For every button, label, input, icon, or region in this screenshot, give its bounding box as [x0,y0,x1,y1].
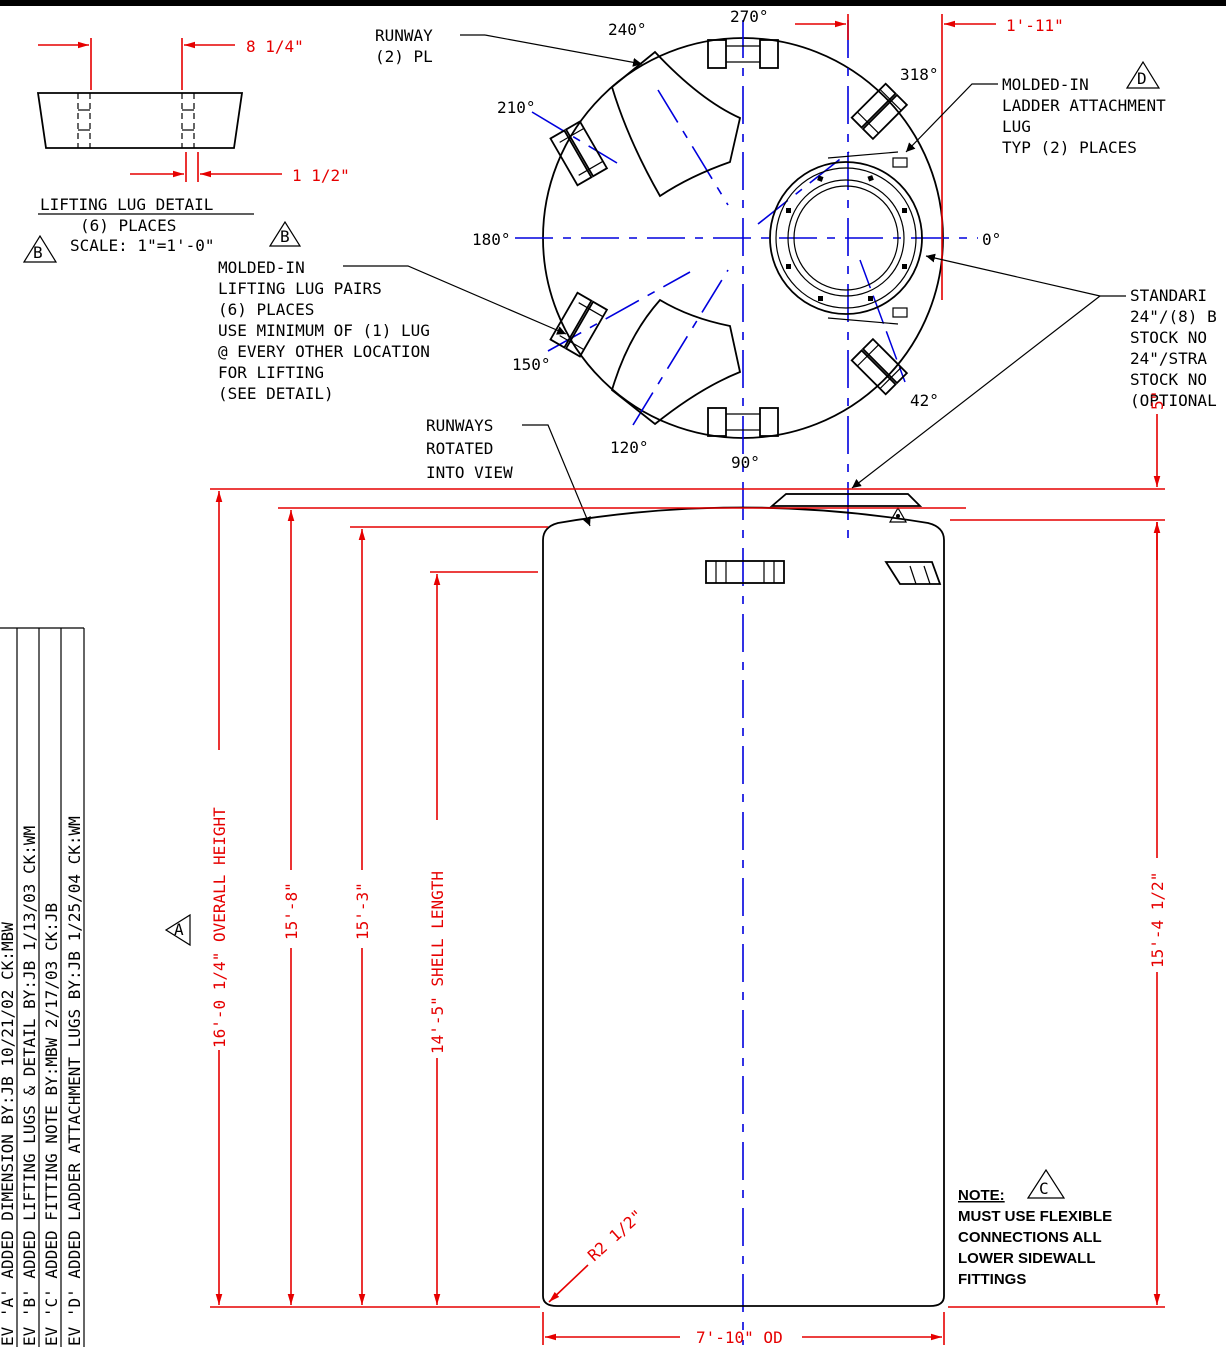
ladder-note-line2: LADDER ATTACHMENT [1002,96,1166,115]
lug-width-dim: 8 1/4" [246,37,304,56]
lug-pair-42 [850,337,909,396]
manway-note-line5: STOCK NO [1130,370,1207,389]
runways-note-line3: INTO VIEW [426,463,513,482]
manway-note-line1: STANDARI [1130,286,1207,305]
rev-mark-b2: B [280,227,290,246]
revision-c: EV 'C' ADDED FITTING NOTE BY:MBW 2/17/03… [42,903,61,1346]
lug-pair-90 [707,407,779,437]
manway-note-line3: STOCK NO [1130,328,1207,347]
angle-240: 240° [608,20,647,39]
angle-150: 150° [512,355,551,374]
runway-lower [610,298,742,426]
overall-height-dim: 16'-0 1/4" OVERALL HEIGHT [210,807,229,1048]
lug-pairs-line5: @ EVERY OTHER LOCATION [218,342,430,361]
sheet-border [0,0,1226,6]
revision-b: EV 'B' ADDED LIFTING LUGS & DETAIL BY:JB… [20,826,39,1346]
runways-note-line1: RUNWAYS [426,416,493,435]
angle-42: 42° [910,391,939,410]
lug-pairs-line6: FOR LIFTING [218,363,324,382]
lug-pairs-line1: MOLDED-IN [218,258,305,277]
note-line4: FITTINGS [958,1271,1026,1288]
height-15-4-dim: 15'-4 1/2" [1148,872,1167,968]
runways-note-line2: ROTATED [426,439,493,458]
elevation-view: RUNWAYS ROTATED INTO VIEW 16'-0 1/4" OVE… [164,391,1167,1347]
lug-elevation [705,560,785,584]
note-line3: LOWER SIDEWALL [958,1250,1096,1267]
note-title: NOTE: [958,1187,1005,1204]
svg-text:B: B [33,243,43,262]
revision-a: EV 'A' ADDED DIMENSION BY:JB 10/21/02 CK… [0,922,17,1346]
height-15-8-dim: 15'-8" [282,882,301,940]
lug-pair-210 [549,120,609,187]
lug-detail-scale: SCALE: 1"=1'-0" [70,236,215,255]
rev-mark-a: A [174,920,184,939]
shell-length-dim: 14'-5" SHELL LENGTH [428,871,447,1054]
angle-318: 318° [900,65,939,84]
revision-block: EV 'A' ADDED DIMENSION BY:JB 10/21/02 CK… [0,627,85,1347]
note-line1: MUST USE FLEXIBLE [958,1208,1112,1225]
ladder-note-line3: LUG [1002,117,1031,136]
rev-mark-c: C [1039,1179,1049,1198]
note-block: NOTE: C MUST USE FLEXIBLE CONNECTIONS AL… [958,1168,1112,1288]
radius-dim: R2 1/2" [584,1206,647,1265]
ladder-note-line4: TYP (2) PLACES [1002,138,1137,157]
manway-elevation [769,493,923,507]
runway-upper [610,50,742,198]
lug-pairs-line4: USE MINIMUM OF (1) LUG [218,321,430,340]
lug-pairs-line7: (SEE DETAIL) [218,384,334,403]
manway-note-line4: 24"/STRA [1130,349,1207,368]
lug-detail-body [36,92,244,149]
plan-view: 270° 240° 210° 180° 150° 120° 90° 42° 0°… [218,7,1217,1345]
angle-270: 270° [730,7,769,26]
note-line2: CONNECTIONS ALL [958,1229,1102,1246]
lug-detail-places: (6) PLACES [80,216,176,235]
lug-pair-150 [549,291,609,358]
rev-mark-d: D [1137,69,1147,88]
revision-d: EV 'D' ADDED LADDER ATTACHMENT LUGS BY:J… [65,816,84,1346]
manway-note-line6: (OPTIONAL [1130,391,1217,410]
lug-pairs-line2: LIFTING LUG PAIRS [218,279,382,298]
manway-fitting [769,151,923,325]
lug-thickness-dim: 1 1/2" [292,166,350,185]
runway-note-line1: RUNWAY [375,26,433,45]
lug-pairs-line3: (6) PLACES [218,300,314,319]
angle-90: 90° [731,453,760,472]
angle-210: 210° [497,98,536,117]
ladder-offset-dim: 1'-11" [1006,16,1064,35]
angle-180: 180° [472,230,511,249]
lifting-lug-detail: 8 1/4" 1 1/2" LIFTING LUG DETAIL (6) PLA… [22,37,350,263]
height-15-3-dim: 15'-3" [353,882,372,940]
od-dim: 7'-10" OD [696,1328,783,1347]
runway-leader [484,34,643,67]
lug-pair-318 [850,82,909,141]
angle-0: 0° [982,230,1001,249]
ladder-lug-elevation [884,561,942,585]
lug-detail-title: LIFTING LUG DETAIL [40,195,213,214]
angle-120: 120° [610,438,649,457]
ladder-note-line1: MOLDED-IN [1002,75,1089,94]
top-offset-dim: 5" [1148,391,1167,410]
runway-note-line2: (2) PL [375,47,433,66]
rev-triangle-b [22,234,58,263]
lug-pair-270 [707,39,779,69]
manway-note-line2: 24"/(8) B [1130,307,1217,326]
tank-elevation-outline [542,506,945,1307]
